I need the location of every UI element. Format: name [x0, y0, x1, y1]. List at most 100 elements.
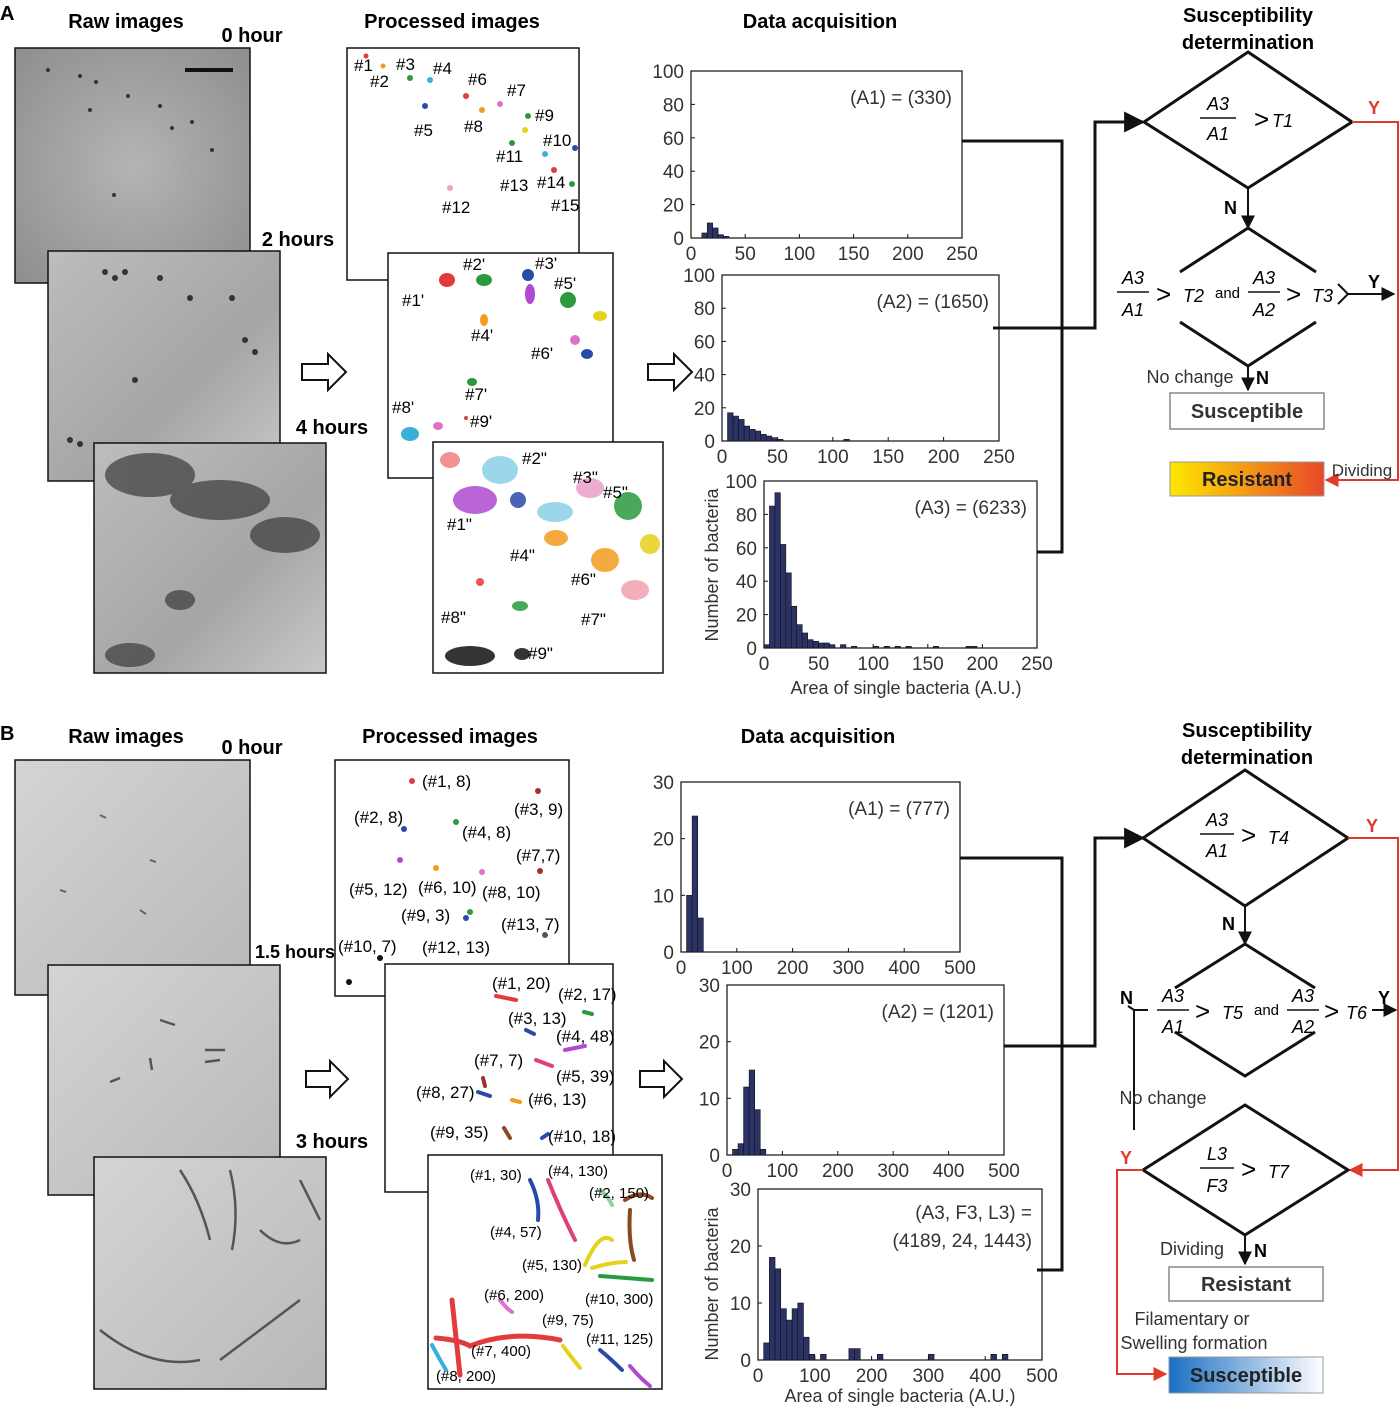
- label-b1-1: (#1, 20): [492, 974, 551, 993]
- label-b0-10: (#13, 7): [501, 915, 560, 934]
- x-tick-label: 0: [753, 1366, 764, 1387]
- histogram-bar: [717, 234, 724, 239]
- y-tick-label: 20: [730, 1237, 751, 1258]
- label-a0-13: #13: [500, 176, 528, 195]
- histogram-bar: [829, 644, 836, 649]
- panel-a-data-header: Data acquisition: [743, 11, 897, 33]
- histogram-bar: [701, 232, 708, 239]
- histogram-annotation-line2: (4189, 24, 1443): [893, 1231, 1032, 1252]
- ylabel-b: Number of bacteria: [702, 1206, 722, 1360]
- x-tick-label: 250: [946, 244, 978, 265]
- histogram-bar: [723, 236, 730, 239]
- cond-b2b-num: A3: [1291, 986, 1314, 1006]
- label-b2-5: (#5, 130): [522, 1257, 582, 1274]
- histogram-bar: [732, 1149, 739, 1156]
- cond-b1-thr: T4: [1268, 828, 1289, 848]
- histogram-bar: [738, 419, 745, 442]
- histogram-bar: [894, 646, 901, 649]
- histogram-bar: [843, 439, 850, 442]
- flow-arrow-b-2: [639, 1058, 684, 1100]
- histogram-bar: [754, 1109, 761, 1156]
- x-tick-label: 0: [686, 244, 697, 265]
- label-a2-8: #8": [441, 608, 466, 627]
- label-b1-9: (#9, 35): [430, 1123, 489, 1142]
- histogram-bar: [1001, 1354, 1009, 1361]
- x-tick-label: 150: [912, 654, 944, 675]
- histogram-bar: [791, 1308, 799, 1361]
- raw-image-b-0h: [14, 759, 251, 996]
- y-tick-label: 40: [694, 366, 715, 387]
- label-b2-2: (#4, 130): [548, 1163, 608, 1180]
- y-tick-label: 0: [746, 639, 757, 660]
- raw-a-2h-cells: [67, 269, 258, 447]
- histogram-bar: [763, 1342, 770, 1361]
- y-tick-label: 20: [699, 1033, 720, 1054]
- y-b-3: Y: [1120, 1148, 1132, 1168]
- label-a1-2: #2': [463, 255, 485, 274]
- cond-a2a-op: >: [1156, 279, 1171, 309]
- x-tick-label: 50: [767, 447, 788, 468]
- panel-b-letter: B: [0, 723, 14, 745]
- processed-b-3h-labels: (#1, 30) (#4, 130) (#2, 150) (#4, 57) (#…: [436, 1163, 653, 1385]
- timepoint-b-2: 3 hours: [296, 1131, 368, 1153]
- x-tick-label: 400: [888, 958, 920, 979]
- histogram-frame-3: [680, 781, 961, 953]
- filamentary-b-1: Filamentary or: [1134, 1309, 1249, 1329]
- label-b1-7: (#8, 27): [416, 1083, 475, 1102]
- histogram-bar: [801, 632, 808, 649]
- timepoint-a-0: 0 hour: [221, 25, 282, 47]
- cond-b2a-op: >: [1195, 996, 1210, 1026]
- x-tick-label: 100: [767, 1161, 799, 1182]
- cond-b2b-thr: T6: [1346, 1003, 1368, 1023]
- histogram-bar: [803, 1336, 810, 1361]
- outcome-a-resistant-box: [1169, 461, 1325, 497]
- histogram-bar: [763, 644, 770, 649]
- y-tick-label: 0: [704, 432, 715, 453]
- histogram-frame-5: [757, 1188, 1043, 1361]
- panel-a-raw-header: Raw images: [68, 11, 184, 33]
- label-b0-5: (#7,7): [516, 846, 560, 865]
- n-a-2: N: [1256, 368, 1269, 388]
- y-tick-label: 0: [709, 1146, 720, 1167]
- label-a0-6: #6: [468, 70, 487, 89]
- label-b0-7: (#6, 10): [418, 878, 477, 897]
- cond-b1-den: A1: [1205, 841, 1228, 861]
- cond-b2a-den: A1: [1161, 1017, 1184, 1037]
- no-change-b: No change: [1119, 1088, 1206, 1108]
- x-tick-label: 300: [913, 1366, 945, 1387]
- x-tick-label: 200: [967, 654, 999, 675]
- histogram-bar: [712, 227, 719, 239]
- x-tick-label: 150: [838, 244, 870, 265]
- y-tick-label: 10: [653, 886, 674, 907]
- outcome-a-susceptible: Susceptible: [1191, 401, 1303, 423]
- y-tick-label: 60: [736, 539, 757, 560]
- cond-a2b-thr: T3: [1312, 286, 1333, 306]
- histogram-frame-0: [690, 70, 963, 239]
- label-a2-7: #7": [581, 610, 606, 629]
- raw-image-b-3h: [93, 1156, 327, 1390]
- histogram-bar: [932, 646, 940, 649]
- label-b2-4: (#4, 57): [490, 1224, 542, 1241]
- processed-a-4h-dots: [440, 452, 660, 666]
- cond-a2a-den: A1: [1121, 300, 1144, 320]
- label-a0-9: #9: [535, 106, 554, 125]
- flow-arrow-a-2: [647, 351, 694, 393]
- label-b0-8: (#8, 10): [482, 883, 541, 902]
- label-a1-7: #7': [465, 385, 487, 404]
- panel-b-processed-images: (#1, 8) (#2, 8) (#3, 9) (#4, 8) (#7,7) (…: [334, 759, 663, 1390]
- label-b0-9: (#9, 3): [401, 906, 450, 925]
- y-tick-label: 80: [663, 95, 684, 116]
- outcome-b-resistant-box: [1168, 1266, 1324, 1302]
- processed-a-4h: [432, 441, 664, 674]
- histogram-bar: [872, 646, 879, 649]
- label-a0-11: #11: [496, 147, 523, 166]
- label-a2-3: #3": [573, 468, 598, 487]
- timepoint-a-2: 4 hours: [296, 417, 368, 439]
- cond-b3-thr: T7: [1268, 1162, 1290, 1182]
- x-tick-label: 500: [944, 958, 976, 979]
- label-a2-5: #5": [603, 483, 628, 502]
- y-tick-label: 60: [694, 332, 715, 353]
